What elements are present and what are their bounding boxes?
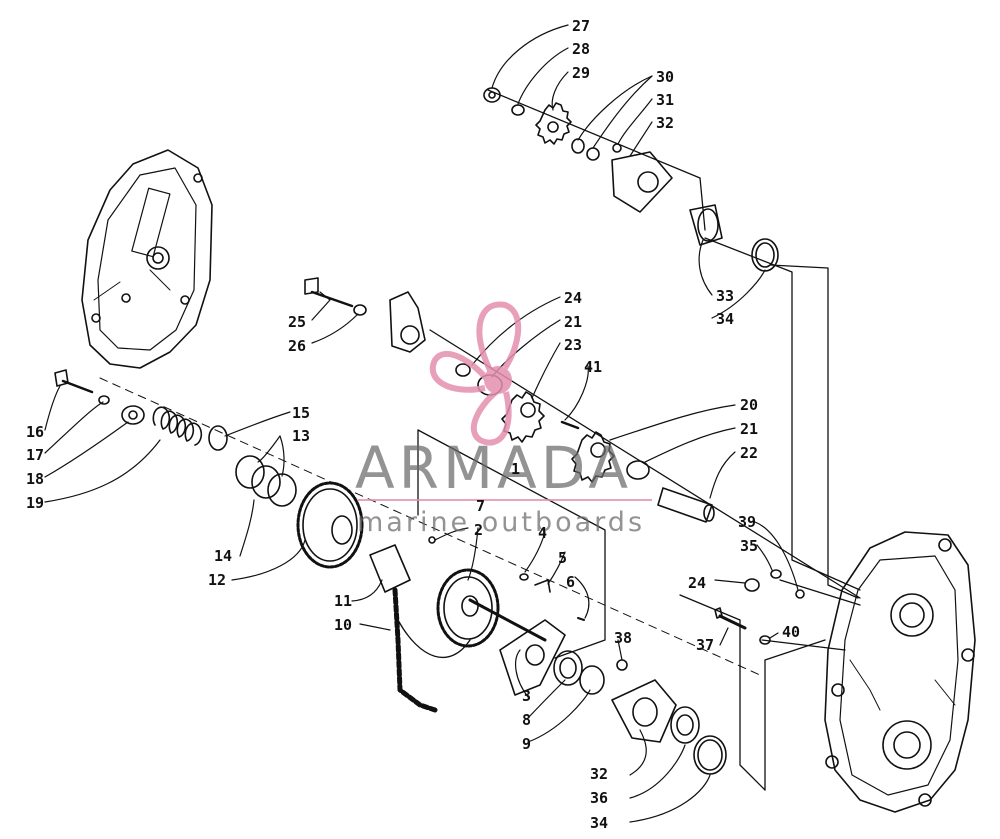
callout-label: 11 — [334, 592, 353, 610]
callout-label: 6 — [566, 573, 576, 591]
callout-label: 14 — [214, 547, 233, 565]
callout-label: 7 — [476, 497, 486, 515]
callout-label: 32 — [656, 114, 675, 132]
callout-label: 38 — [614, 629, 633, 647]
callout-label: 30 — [656, 68, 675, 86]
callout-leaders — [44, 24, 799, 823]
callout-label: 24 — [688, 574, 707, 592]
callout-label: 2 — [474, 521, 484, 539]
callout-label: 3 — [522, 687, 532, 705]
callout-label: 21 — [564, 313, 583, 331]
callout-label: 36 — [590, 789, 609, 807]
callout-label: 15 — [292, 404, 311, 422]
watermark-tagline: marine outboards — [357, 507, 646, 538]
callout-label: 16 — [26, 423, 45, 441]
left-shaft-parts — [54, 369, 297, 507]
callout-label: 4 — [538, 524, 548, 542]
callout-label: 23 — [564, 336, 583, 354]
upper-shaft-parts — [483, 87, 779, 272]
callout-label: 26 — [288, 337, 307, 355]
callout-label: 29 — [572, 64, 591, 82]
callout-label: 33 — [716, 287, 735, 305]
callout-label: 5 — [558, 549, 568, 567]
callout-label: 8 — [522, 711, 532, 729]
callout-label: 37 — [696, 636, 715, 654]
callout-label: 34 — [716, 310, 735, 328]
watermark-brand: ARMADA — [355, 434, 633, 502]
callout-label: 27 — [572, 17, 591, 35]
callout-label: 40 — [782, 623, 801, 641]
callout-label: 19 — [26, 494, 45, 512]
callout-label: 9 — [522, 735, 532, 753]
callout-label: 20 — [740, 396, 759, 414]
callout-label: 12 — [208, 571, 227, 589]
callout-label: 18 — [26, 470, 45, 488]
callout-label: 28 — [572, 40, 591, 58]
propeller-icon — [430, 301, 522, 446]
chaincase-cover — [81, 149, 213, 369]
gearcase-housing — [824, 531, 976, 813]
lower-shaft-parts — [611, 569, 805, 775]
callout-label: 1 — [511, 460, 521, 478]
callout-label: 31 — [656, 91, 675, 109]
callout-label: 17 — [26, 446, 45, 464]
callout-label: 32 — [590, 765, 609, 783]
callout-label: 13 — [292, 427, 311, 445]
callout-label: 25 — [288, 313, 307, 331]
callout-label: 24 — [564, 289, 583, 307]
drive-gear-assembly — [296, 481, 605, 713]
callout-label: 41 — [584, 358, 603, 376]
callout-label: 34 — [590, 814, 609, 832]
callout-label: 35 — [740, 537, 759, 555]
shaft-axis — [99, 377, 761, 676]
callout-label: 39 — [738, 513, 757, 531]
callout-label: 21 — [740, 420, 759, 438]
callout-label: 10 — [334, 616, 353, 634]
callout-label: 22 — [740, 444, 759, 462]
